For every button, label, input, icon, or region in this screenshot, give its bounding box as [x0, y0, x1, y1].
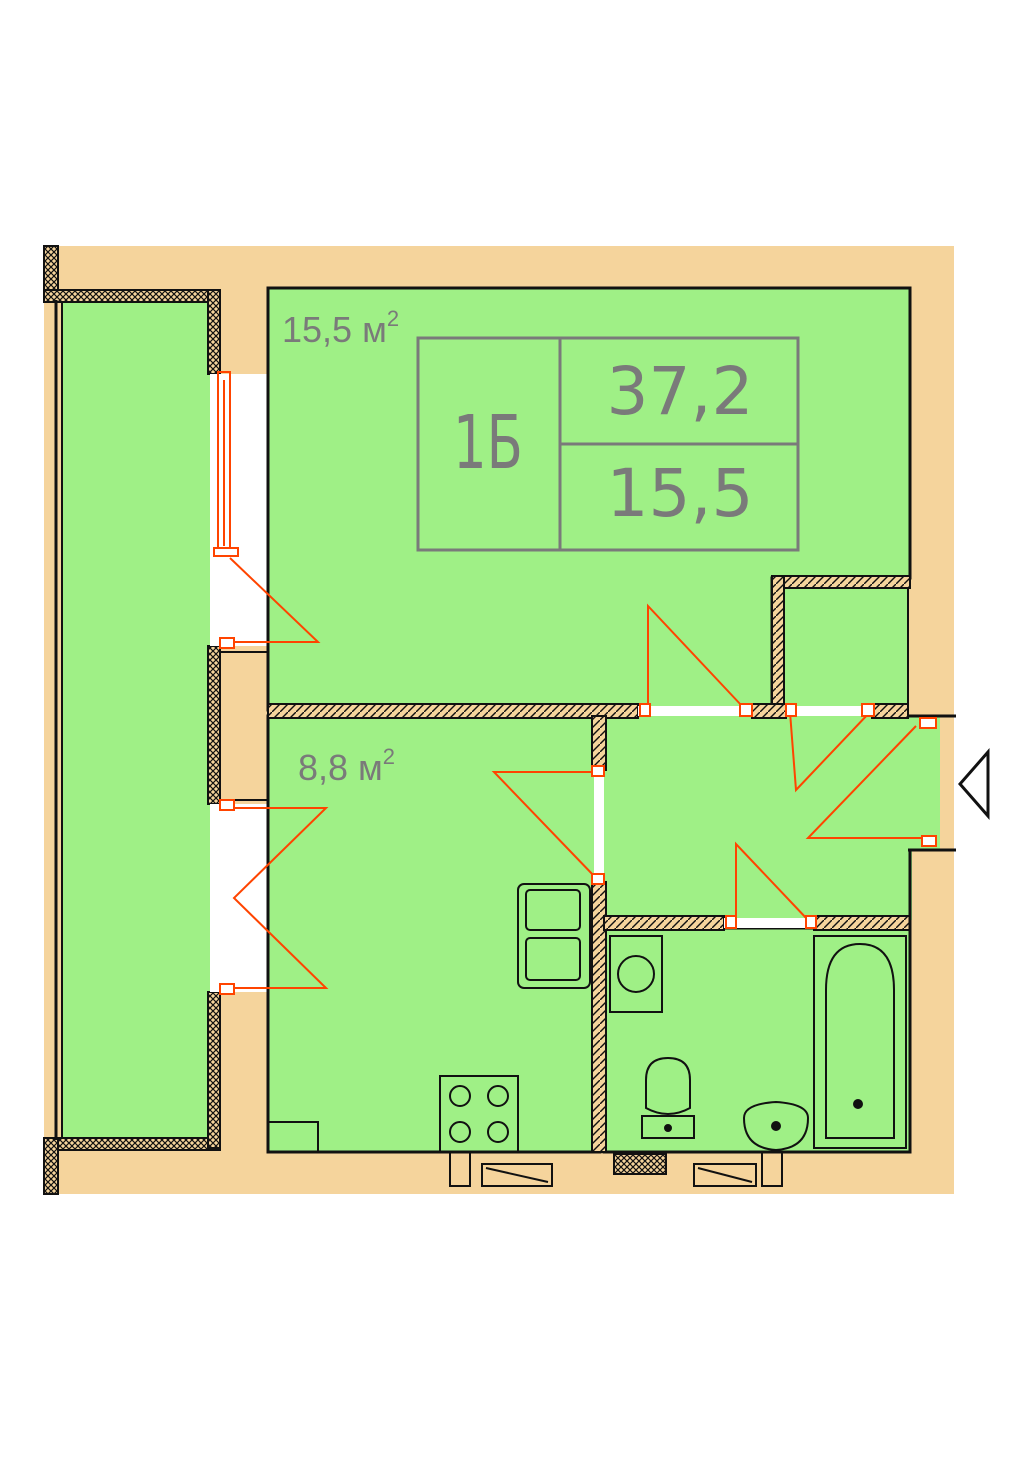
kitchen-area-value: 8,8 м	[298, 747, 383, 788]
door-opening-closet	[786, 706, 872, 716]
entrance-arrow-icon	[958, 748, 990, 820]
living-room-area: 15,5 м2	[282, 306, 399, 350]
living-room-area-value: 15,5 м	[282, 309, 387, 350]
balcony-bottom-rail	[43, 1137, 221, 1151]
balcony-right-top	[207, 289, 221, 375]
wall-kitchen-hall-top	[591, 715, 607, 771]
wall-living-kitchen	[267, 703, 639, 719]
apartment-badge	[416, 336, 800, 552]
balcony-window-opening	[210, 374, 270, 554]
wall-hall-bath-right	[813, 915, 911, 931]
balcony-door-opening-1	[210, 554, 270, 646]
wall-hall-closet	[751, 703, 787, 719]
total-area: 37,2	[607, 353, 754, 430]
closet	[783, 587, 909, 711]
kitchen-area: 8,8 м2	[298, 744, 395, 788]
doors	[213, 371, 937, 995]
washing-machine-icon	[609, 935, 663, 1013]
balcony-right-bottom	[207, 991, 221, 1149]
apartment-type: 1Б	[453, 400, 523, 486]
bathtub-icon	[813, 935, 907, 1149]
stove-icon	[439, 1075, 519, 1153]
living-room-area-unit-sup: 2	[387, 306, 399, 331]
closet-wall-top	[771, 575, 911, 589]
kitchen-sink-icon	[517, 883, 591, 989]
balcony-door-opening-2	[210, 804, 270, 992]
kitchen-counter	[267, 1121, 319, 1153]
closet-wall-left	[771, 575, 785, 711]
balcony-right-mid	[207, 645, 221, 805]
bathroom-sink-icon	[742, 1100, 810, 1152]
balcony-edge-bottom	[43, 1137, 59, 1195]
wall-pier	[219, 651, 271, 801]
door-opening-bath	[724, 918, 814, 928]
door-opening-kitchen	[594, 770, 604, 882]
entrance-opening	[910, 716, 940, 850]
living-area-badge: 15,5	[607, 455, 754, 532]
kitchen-area-unit-sup: 2	[383, 744, 395, 769]
balcony-top-rail	[43, 289, 221, 303]
kitchen	[266, 714, 602, 1154]
wall-hall-bath-left	[603, 915, 725, 931]
exterior-wall-units	[449, 1151, 783, 1187]
toilet-icon	[641, 1056, 695, 1139]
hallway	[600, 716, 912, 920]
wall-hall-right	[871, 703, 909, 719]
door-opening-living	[638, 706, 752, 716]
balcony	[61, 299, 213, 1139]
